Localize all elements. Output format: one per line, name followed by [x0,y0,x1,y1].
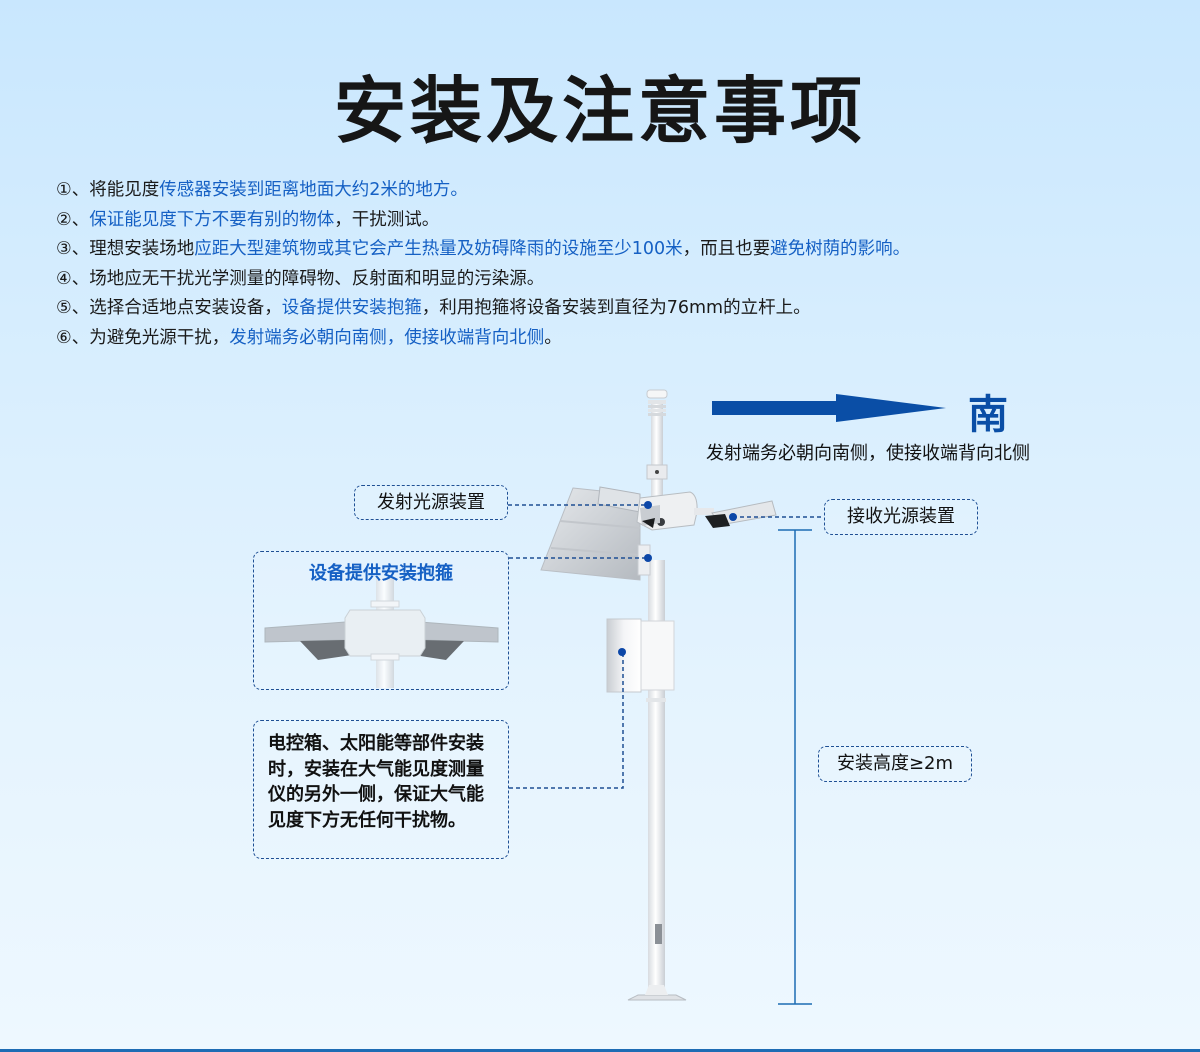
note-highlight-text: 传感器安装到距离地面大约2米的地方。 [159,180,468,200]
note-highlight-text: 设备提供安装抱箍 [281,298,422,318]
note-item: ④、场地应无干扰光学测量的障碍物、反射面和明显的污染源。 [56,265,910,295]
note-text: 理想安装场地 [89,239,195,259]
control-box [606,618,642,693]
clamp-illustration [264,578,499,688]
note-highlight-text: 保证能见度下方不要有别的物体 [89,209,335,230]
callout-height: 安装高度≥2m [818,746,972,782]
note-number: ④、 [56,268,90,289]
bottom-divider [0,1049,1200,1052]
box-marker [618,648,626,656]
callout-emitter-label: 发射光源装置 [377,492,485,513]
note-item: ①、将能见度传感器安装到距离地面大约2米的地方。 [56,176,910,206]
note-text: 为避免光源干扰， [89,327,230,348]
direction-caption: 发射端务必朝向南侧，使接收端背向北侧 [706,443,1030,464]
note-item: ②、保证能见度下方不要有别的物体，干扰测试。 [56,206,910,236]
note-text: 选择合适地点安装设备， [89,298,282,318]
south-label: 南 [968,392,1008,438]
callout-clamp: 设备提供安装抱箍 [253,551,509,690]
emitter-marker [644,501,652,509]
callout-clamp-label: 设备提供安装抱箍 [309,563,453,584]
note-highlight-text: 发射端务必朝向南侧，使接收端背向北侧 [229,327,545,348]
callout-emitter: 发射光源装置 [354,485,508,520]
callout-control-box-text: 电控箱、太阳能等部件安装时，安装在大气能见度测量仪的另外一侧，保证大气能见度下方… [268,733,484,831]
note-text: ，利用抱箍将设备安装到直径为76mm的立杆上。 [421,298,811,318]
height-dimension-line [778,529,812,1005]
page-title: 安装及注意事项 [333,69,866,153]
note-number: ⑤、 [56,298,90,318]
note-highlight-text: 避免树荫的影响。 [770,239,911,259]
note-text: ，干扰测试。 [334,209,440,230]
callout-control-box: 电控箱、太阳能等部件安装时，安装在大气能见度测量仪的另外一侧，保证大气能见度下方… [253,720,509,859]
note-item: ⑤、选择合适地点安装设备，设备提供安装抱箍，利用抱箍将设备安装到直径为76mm的… [56,294,910,324]
note-number: ③、 [56,239,90,259]
callout-receiver: 接收光源装置 [824,499,978,535]
note-number: ②、 [56,209,90,230]
note-item: ⑥、为避免光源干扰，发射端务必朝向南侧，使接收端背向北侧。 [56,324,910,354]
note-number: ⑥、 [56,327,90,348]
notes-list: ①、将能见度传感器安装到距离地面大约2米的地方。②、保证能见度下方不要有别的物体… [56,176,910,353]
note-text: 。 [544,327,562,348]
note-number: ①、 [56,180,90,200]
callout-height-label: 安装高度≥2m [836,753,954,774]
receiver-marker [729,513,737,521]
callout-receiver-label: 接收光源装置 [847,506,955,527]
note-highlight-text: 应距大型建筑物或其它会产生热量及妨碍降雨的设施至少100米 [194,239,683,259]
note-text: 将能见度 [89,180,160,200]
arrow-right-icon [712,394,946,422]
note-item: ③、理想安装场地应距大型建筑物或其它会产生热量及妨碍降雨的设施至少100米，而且… [56,235,910,265]
clamp-marker [644,554,652,562]
note-text: ，而且也要 [682,239,771,259]
note-text: 场地应无干扰光学测量的障碍物、反射面和明显的污染源。 [89,268,545,289]
pole-base [627,994,687,1001]
